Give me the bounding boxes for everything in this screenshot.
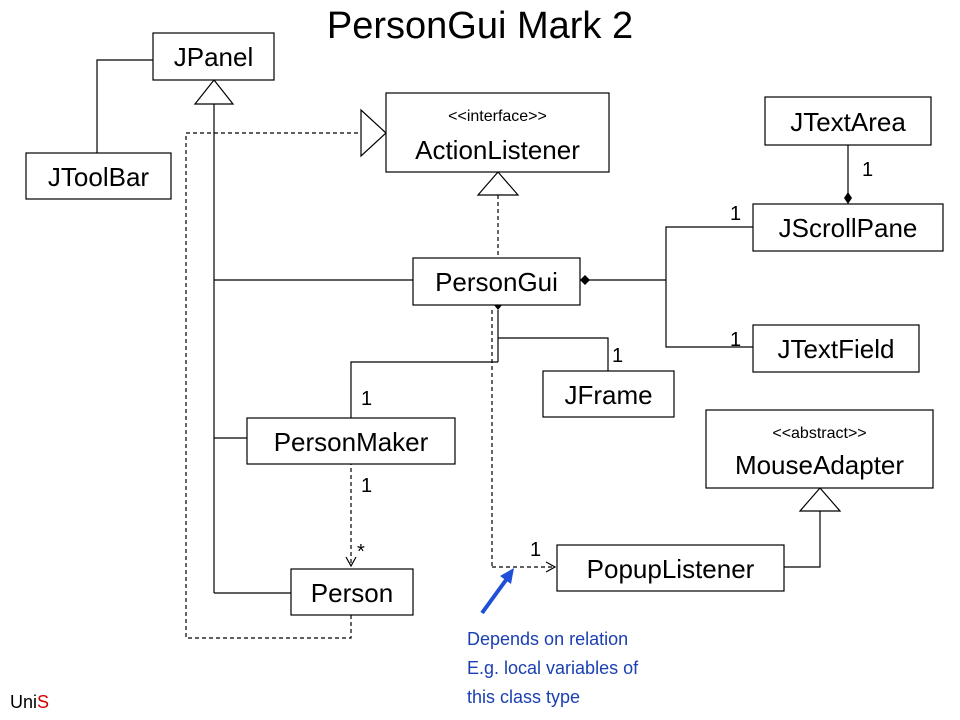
multiplicity-person-star: * [357,541,365,563]
class-actionlistener-name: ActionListener [415,135,580,165]
class-mouseadapter: <<abstract>> MouseAdapter [705,409,934,489]
jpanel-generalization-triangle [193,79,235,105]
note-pointer-arrow [480,578,508,615]
class-personmaker: PersonMaker [246,417,456,465]
actionlistener-stereotype: <<interface>> [448,108,547,125]
class-jtextfield-name: JTextField [777,334,894,364]
class-jpanel: JPanel [152,32,275,81]
note-line-1: Depends on relation [467,629,628,649]
multiplicity-popup: 1 [530,539,541,561]
note-pointer-arrowhead [500,568,514,584]
mouseadapter-stereotype: <<abstract>> [772,425,866,442]
class-popuplistener-name: PopupListener [587,554,755,584]
persongui-jframe-link [498,337,609,371]
class-jpanel-name: JPanel [174,42,254,72]
persongui-personmaker-link [350,361,498,418]
class-jtextfield: JTextField [752,324,920,373]
unis-logo-part1: Uni [10,692,37,712]
class-popuplistener: PopupListener [556,544,785,592]
class-persongui: PersonGui [412,257,581,306]
person-dependency-arrowhead [345,556,357,568]
multiplicity-textfield: 1 [730,329,741,351]
popup-extends-mouseadapter [784,511,821,568]
persongui-composition-diamond [580,275,590,285]
class-mouseadapter-name: MouseAdapter [735,450,904,480]
multiplicity-personmaker-bottom: 1 [361,475,372,497]
class-jtoolbar: JToolBar [25,152,172,200]
persongui-scrollpane-textfield-branch [665,226,753,348]
class-personmaker-name: PersonMaker [274,427,429,457]
popup-dependency-arrowhead [545,561,557,573]
unis-logo: UniS [10,692,49,712]
class-jtextarea: JTextArea [764,96,932,146]
diagram-title: PersonGui Mark 2 [327,5,633,47]
mouseadapter-generalization-triangle [798,487,842,512]
class-jtextarea-name: JTextArea [790,107,906,137]
class-persongui-name: PersonGui [435,267,558,297]
actionlistener-side-triangle [360,108,387,158]
multiplicity-personmaker-top: 1 [361,388,372,410]
person-realizes-actionlistener [185,132,361,639]
class-jframe: JFrame [542,370,675,418]
jtoolbar-jpanel-link [96,59,153,153]
note-line-3: this class type [467,687,580,707]
note-line-2: E.g. local variables of [467,658,639,678]
class-person: Person [290,568,414,616]
class-jscrollpane: JScrollPane [752,203,944,252]
multiplicity-textarea: 1 [862,159,873,181]
multiplicity-jframe: 1 [612,345,623,367]
class-jtoolbar-name: JToolBar [48,162,149,192]
unis-logo-part2: S [37,692,49,712]
multiplicity-scrollpane: 1 [730,203,741,225]
class-actionlistener: <<interface>> ActionListener [385,92,610,173]
class-jscrollpane-name: JScrollPane [779,213,918,243]
actionlistener-realization-triangle [476,171,520,196]
class-jframe-name: JFrame [564,380,652,410]
class-person-name: Person [311,578,393,608]
scrollpane-composition-diamond [844,192,852,204]
